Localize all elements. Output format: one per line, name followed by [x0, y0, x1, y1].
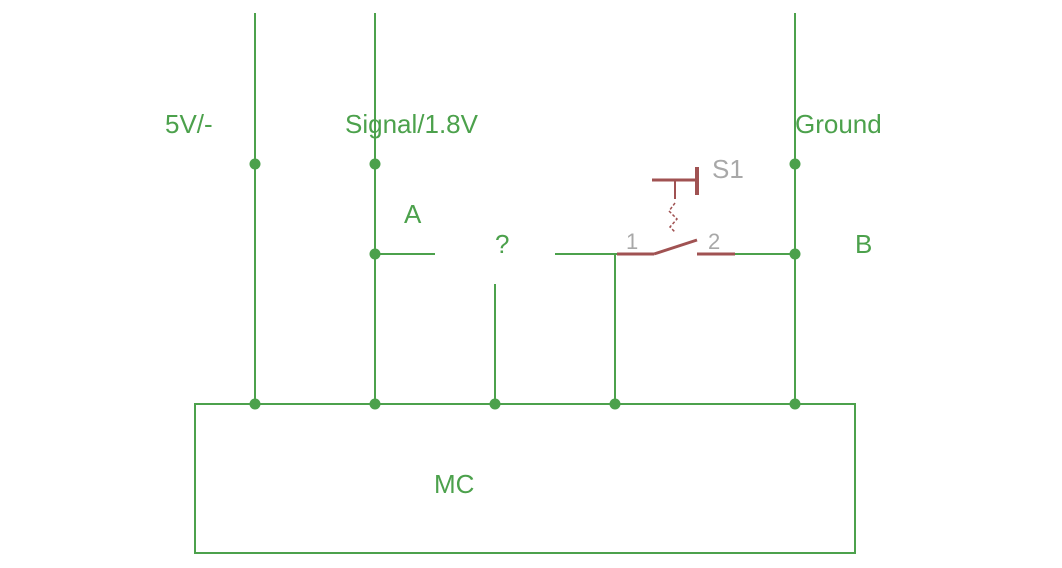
junction-dot: [489, 398, 501, 410]
net-label-signal: Signal/1.8V: [345, 109, 479, 139]
switch-contact-arm: [653, 238, 698, 256]
node-label-a: A: [404, 199, 422, 229]
junction-dot: [369, 158, 381, 170]
pushbutton-switch-s1: [617, 167, 735, 256]
net-label-5v: 5V/-: [165, 109, 213, 139]
node-label-b: B: [855, 229, 872, 259]
junction-dot: [789, 398, 801, 410]
junction-dot: [789, 158, 801, 170]
net-label-ground: Ground: [795, 109, 882, 139]
junction-dot: [249, 158, 261, 170]
switch-spring: [668, 202, 679, 233]
unknown-component-label: ?: [495, 229, 509, 259]
junction-dot: [609, 398, 621, 410]
junctions: [249, 158, 801, 410]
switch-ref-label: S1: [712, 154, 744, 184]
junction-dot: [249, 398, 261, 410]
junction-dot: [789, 248, 801, 260]
switch-pin2-label: 2: [708, 229, 720, 254]
mc-label: MC: [434, 469, 474, 499]
mc-block: [194, 403, 856, 554]
junction-dot: [369, 398, 381, 410]
junction-dot: [369, 248, 381, 260]
switch-pin1-label: 1: [626, 229, 638, 254]
